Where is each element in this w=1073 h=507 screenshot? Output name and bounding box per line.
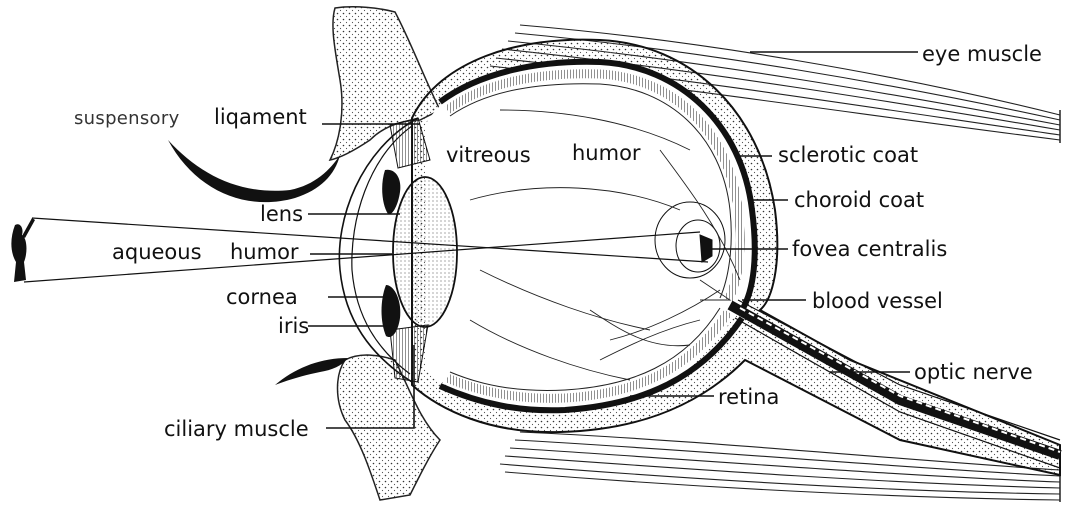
label-ligament: liqament: [214, 107, 307, 128]
label-sclerotic-coat: sclerotic coat: [778, 145, 918, 166]
label-iris: iris: [278, 316, 309, 337]
upper-eyelid: [168, 140, 340, 202]
label-optic-nerve: optic nerve: [914, 362, 1033, 383]
label-retina: retina: [718, 387, 779, 408]
label-blood-vessel: blood vessel: [812, 291, 943, 312]
label-ciliary-muscle: ciliary muscle: [164, 419, 309, 440]
label-fovea-centralis: fovea centralis: [792, 239, 947, 260]
label-cornea: cornea: [226, 287, 298, 308]
label-suspensory: suspensory: [74, 110, 180, 128]
label-eye-muscle: eye muscle: [922, 44, 1042, 65]
lower-eyelid: [275, 358, 348, 385]
label-vitreous-humor: humor: [572, 143, 641, 164]
label-aqueous: aqueous: [112, 242, 202, 263]
label-aqueous-humor: humor: [230, 242, 299, 263]
iris-shape: [382, 170, 400, 215]
candle-figure: [11, 218, 35, 282]
label-vitreous: vitreous: [446, 145, 531, 166]
label-choroid-coat: choroid coat: [794, 190, 924, 211]
label-lens: lens: [260, 204, 303, 225]
